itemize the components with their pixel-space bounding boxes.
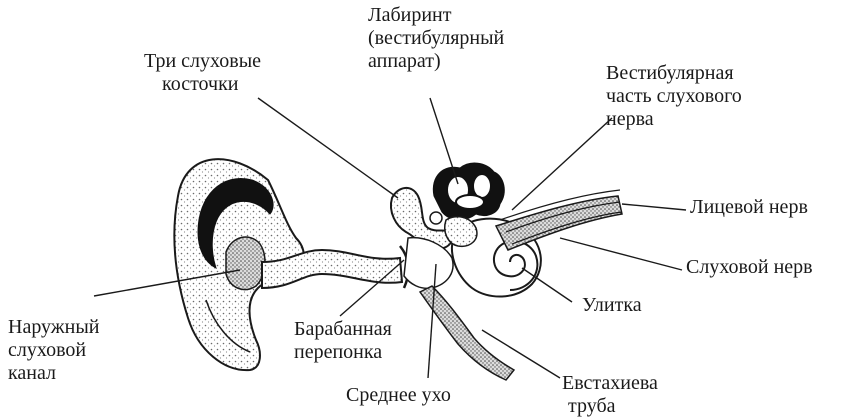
leader-line-vestibular-nerve [512,118,612,210]
label-vestibular-nerve-line-2: часть слухового [606,85,742,108]
label-ear-canal-line-2: слуховой [8,339,99,362]
label-middle-ear: Среднее ухо [346,384,451,407]
label-vestibular-nerve-line-1: Вестибулярная [606,62,742,85]
label-eardrum-line-2: перепонка [294,341,392,364]
label-ossicles: Три слуховые косточки [144,50,261,96]
label-labyrinth-line-1: Лабиринт [368,4,504,27]
semicircular-canal-2 [473,174,491,198]
leader-line-auditory-nerve [560,238,682,270]
label-eustachian-tube: Евстахиева труба [562,372,658,418]
label-facial-nerve: Лицевой нерв [690,196,808,219]
semicircular-canal-3 [456,195,484,209]
label-vestibular-nerve-line-3: нерва [606,108,742,131]
label-ossicles-line-1: Три слуховые [144,50,261,73]
nerve-bundle [496,190,622,250]
label-cochlea: Улитка [582,294,642,317]
label-labyrinth-line-2: (вестибулярный [368,27,504,50]
label-eustachian-tube-line-2: труба [562,395,658,418]
label-middle-ear-line-1: Среднее ухо [346,384,451,407]
label-ear-canal-line-1: Наружный [8,316,99,339]
stapes [430,212,442,224]
label-auditory-nerve: Слуховой нерв [686,256,813,279]
concha [226,237,265,290]
label-facial-nerve-line-1: Лицевой нерв [690,196,808,219]
label-auditory-nerve-line-1: Слуховой нерв [686,256,813,279]
label-ear-canal-line-3: канал [8,362,99,385]
label-ear-canal: Наружный слуховой канал [8,316,99,385]
label-vestibular-nerve: Вестибулярная часть слухового нерва [606,62,742,131]
label-eardrum: Барабанная перепонка [294,318,392,364]
label-labyrinth-line-3: аппарат) [368,50,504,73]
label-eardrum-line-1: Барабанная [294,318,392,341]
leader-line-facial-nerve [622,204,686,210]
label-cochlea-line-1: Улитка [582,294,642,317]
labyrinth [433,163,504,220]
label-ossicles-line-2: косточки [144,73,261,96]
label-eustachian-tube-line-1: Евстахиева [562,372,658,395]
label-labyrinth: Лабиринт (вестибулярный аппарат) [368,4,504,73]
leader-line-ossicles [258,98,398,198]
